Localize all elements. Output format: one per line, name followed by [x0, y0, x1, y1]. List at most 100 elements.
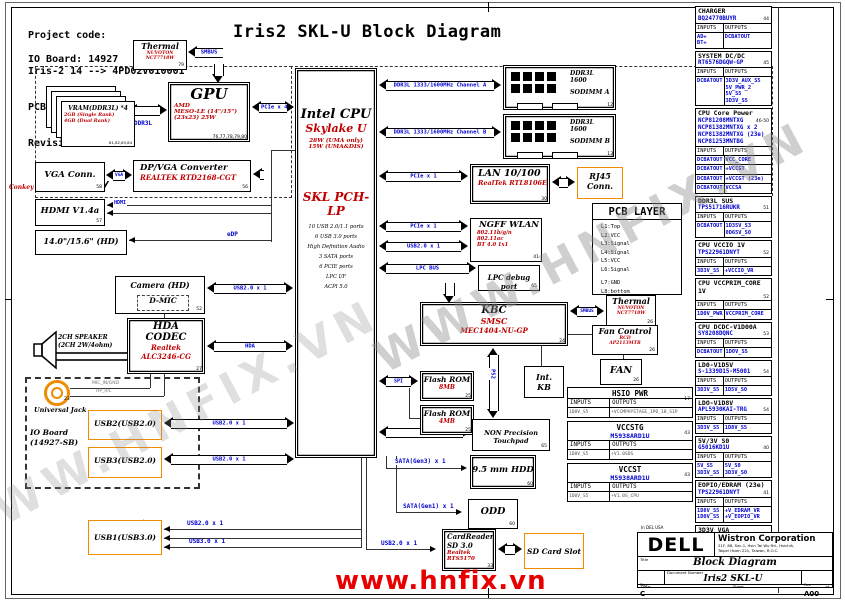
page-ref: 76,77,78,79,80 [212, 134, 247, 140]
page-ref: 51 [763, 206, 769, 211]
part-number: NCP81382MNTXG x 2 [698, 124, 758, 131]
memory-chip [511, 121, 520, 130]
part-number: NCP81208MNTXG [698, 117, 744, 124]
part-vendor: Realtek [447, 550, 471, 556]
title-block: DELL Wistron Corporation 21F, 88, Sec.1,… [637, 532, 833, 598]
block-title: USB3(USB2.0) [94, 456, 156, 465]
part-number: NCT7718W [616, 311, 646, 316]
bus-usb2-camera: USB2.0 x 1 [207, 282, 293, 295]
part-number: AP2113MTR [609, 341, 641, 346]
block-title: Int. [535, 372, 553, 382]
memory-type: DDR3L [570, 70, 594, 77]
hdmi-wire-2 [107, 213, 271, 215]
part-number: NCP81382MNTXG (23e) [698, 131, 765, 138]
part-vendor: NUVOTON [617, 306, 645, 311]
memory-type: DDR3L [570, 119, 594, 126]
memory-chips [511, 72, 563, 93]
outer-frame [5, 2, 841, 599]
page-ref: 26 [649, 347, 655, 353]
usb-cr-trunk [366, 456, 368, 550]
hdmi-block: HDMI V1.4a 57 [35, 199, 105, 226]
bus-spi: SPI [379, 375, 418, 388]
page-ref: 17 [684, 397, 690, 402]
outputs-cell: 3D3V_AUX_S5 5V_PWR_2 5V_S5 3D3V_S5 [725, 78, 761, 104]
page-ref: 52 [763, 295, 769, 300]
part-number: APL5930KAI-TRG [698, 407, 747, 413]
part-number: NUVOTON [146, 51, 174, 56]
bus-usb2-wlan: USB2.0 x 1 [379, 240, 468, 253]
sodimm-b-block: DDR3L 1600 SODIMM B 13 [503, 114, 616, 159]
bus-usb2-port3: USB2.0 x 1 [164, 453, 294, 466]
block-title: Thermal [612, 296, 650, 306]
part-number: TPS51716RUKR [698, 205, 740, 211]
rev-cell: Rev A00 [802, 571, 832, 598]
outputs-cell: +VCCGT (23e) [725, 175, 764, 182]
company-addr-2: Taipei Hsien 221, Taiwan, R.O.C. [718, 547, 779, 553]
sodimm-text: DDR3L 1600 SODIMM B [570, 119, 610, 145]
bus-hda: HDA [207, 340, 293, 353]
page-ref: 81,82,83,84 [109, 140, 132, 146]
fan-wire [623, 355, 625, 360]
outputs-header: OUTPUTS [724, 340, 748, 346]
inputs-cell: DCBATOUT [696, 77, 725, 105]
size-value: C [640, 590, 646, 598]
block-title: ODD [480, 506, 506, 517]
inputs-header: INPUTS [696, 301, 724, 309]
vram-option: 2GB (Single Rank) [64, 112, 115, 118]
bus-sata1-label: SATA(Gen1) x 1 [402, 503, 455, 510]
doc-cell: Document Number Iris2 SKL-U [665, 570, 802, 584]
pch-feature: 6 USB 3.0 ports [315, 234, 357, 240]
flash-rom-4mb-block: Flash ROM 4MB 25 [420, 405, 474, 435]
pch-feature: 6 PCIE ports [319, 264, 353, 270]
inputs-header: INPUTS [696, 377, 724, 385]
inputs-cell: 1D8V_S5 1D0V_S5 [696, 506, 724, 522]
memory-chip [511, 133, 520, 142]
io-row: DCBATOUT+VCCGT [696, 164, 771, 174]
page-ref: 58 [96, 184, 102, 190]
sodimm-notch [552, 152, 578, 159]
io-row: 1D8V_S5 1D0V_S5+V_EDRAM_VR +V_EOPIO_VR [696, 505, 771, 522]
inputs-cell: DCBATOUT [697, 155, 725, 164]
inputs-header: INPUTS [696, 146, 724, 155]
outputs-cell: 1D5V_S0 [724, 387, 748, 393]
gpu-package: (23x23) 25W [174, 115, 216, 121]
power-rail-part: NCP81253MNTBG [696, 139, 771, 146]
speaker-icon [33, 330, 57, 370]
flash-size: 8MB [439, 384, 455, 391]
dell-logo: DELL [638, 533, 715, 556]
outputs-header: OUTPUTS [724, 378, 748, 384]
block-title: KBC [481, 305, 507, 316]
block-title: CODEC [145, 332, 187, 343]
block-title: USB1(USB3.0) [94, 533, 156, 542]
frame-tick-left [5, 299, 12, 301]
memory-chip [547, 72, 556, 81]
part-number: SY8208DQNC [698, 331, 733, 337]
io-row: 1D0V_S5+V1.0S_CPU [568, 491, 692, 501]
part-number: NCT7718W [145, 56, 175, 61]
part-number: TPS22961DNYT [698, 489, 740, 496]
sodimm-notch [552, 103, 578, 110]
outputs-header: OUTPUTS [724, 454, 748, 460]
ngff-wlan-block: NGFF WLAN 802.11b/g/n 802.11ac BT 4.0 1x… [470, 218, 542, 262]
outputs-header: OUTPUTS [612, 484, 637, 490]
inputs-cell: 1D0V_PWR [697, 310, 725, 319]
bus-ps2 [487, 348, 500, 418]
memory-chip [523, 133, 532, 142]
io-row: AD+ BT+DCBATOUT [696, 31, 771, 48]
bus-smbus-gpu-drop [212, 57, 225, 83]
page-ref: 30 [541, 196, 547, 202]
memory-chip [523, 84, 532, 93]
jack-wire-hp [70, 396, 164, 397]
sd-card-slot-block: SD Card Slot [524, 533, 584, 569]
block-title: Camera (HD) [130, 280, 190, 290]
